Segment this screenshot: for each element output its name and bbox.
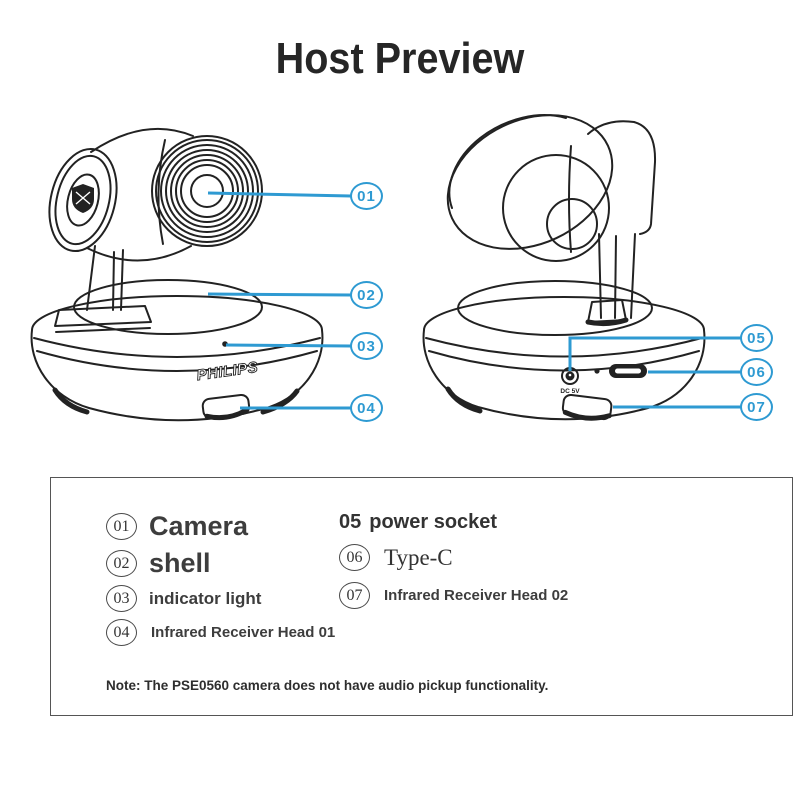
head-bottom-edge [86, 245, 192, 262]
callout-02: 02 [350, 281, 383, 309]
support-arm [585, 120, 657, 327]
arm [54, 245, 152, 333]
camera-rear-illustration: DC 5V [422, 114, 706, 421]
rear-led-icon [594, 368, 600, 374]
camera-front-illustration: PHILIPS [30, 127, 324, 422]
callout-05: 05 [740, 324, 773, 352]
legend-label-type-c: Type-C [384, 544, 453, 570]
legend-label-ir-head-02: Infrared Receiver Head 02 [384, 587, 569, 604]
callout-03: 03 [350, 332, 383, 360]
legend-item-07: 07 Infrared Receiver Head 02 [339, 582, 568, 609]
head-top-edge [90, 127, 194, 153]
legend-num-07: 07 [339, 582, 370, 609]
camera-diagrams: PHILIPS [30, 114, 773, 422]
legend-num-01: 01 [106, 513, 137, 540]
legend-item-01: 01 Camera [106, 511, 248, 542]
base [30, 279, 324, 422]
legend-item-04: 04 Infrared Receiver Head 01 [106, 619, 335, 646]
legend-item-06: 06 Type-C [339, 544, 453, 571]
ir-receiver-01-icon [201, 393, 251, 421]
indicator-light-icon [222, 341, 228, 347]
legend-label-shell: shell [149, 548, 211, 578]
face-plate-edge [157, 139, 166, 245]
side-cap [48, 147, 118, 253]
type-c-port-icon [609, 364, 647, 378]
callout-01: 01 [350, 182, 383, 210]
legend-num-03: 03 [106, 585, 137, 612]
camera-lens-icon [151, 135, 263, 247]
legend-label-camera: Camera [149, 511, 249, 541]
ir-receiver-02-icon [561, 393, 613, 421]
legend-num-05: 05 [339, 511, 362, 533]
page-title: Host Preview [275, 34, 525, 83]
power-socket-icon: DC 5V [560, 367, 580, 395]
legend-label-ir-head-01: Infrared Receiver Head 01 [151, 624, 336, 641]
philips-logo: PHILIPS [196, 359, 260, 384]
legend-label-indicator-light: indicator light [149, 588, 262, 608]
legend-label-power-socket: power socket [369, 511, 498, 533]
callout-06: 06 [740, 358, 773, 386]
callout-04: 04 [350, 394, 383, 422]
head-back [446, 114, 614, 262]
power-socket-label: DC 5V [560, 388, 580, 395]
legend-box: 01 Camera 02 shell 03 indicator light 04… [50, 477, 793, 716]
legend-num-02: 02 [106, 550, 137, 577]
callout-07: 07 [740, 393, 773, 421]
legend-note: Note: The PSE0560 camera does not have a… [106, 678, 549, 693]
legend-num-06: 06 [339, 544, 370, 571]
legend-item-03: 03 indicator light [106, 585, 261, 612]
legend-item-02: 02 shell [106, 548, 211, 579]
legend-item-05: 05 power socket [339, 511, 497, 534]
legend-num-04: 04 [106, 619, 137, 646]
